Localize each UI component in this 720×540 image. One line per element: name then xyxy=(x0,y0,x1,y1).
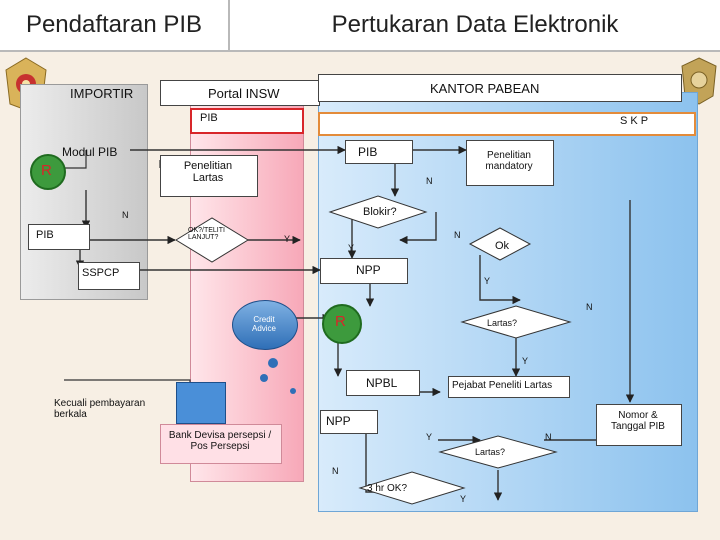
node-n-lartas: N xyxy=(586,302,593,312)
node-penelitian-mandatory-label: Penelitian mandatory xyxy=(485,150,533,172)
node-ok-label: Ok xyxy=(495,240,510,252)
cloud-dot-2 xyxy=(260,374,268,382)
lane-label-portal: Portal INSW xyxy=(208,86,280,101)
node-lartas-1-label: Lartas? xyxy=(487,318,518,328)
node-credit-advice-label: Credit Advice xyxy=(251,315,276,333)
node-nomor xyxy=(596,404,682,446)
node-pib-kantor xyxy=(345,140,413,164)
node-npbl-label: NPBL xyxy=(366,376,398,390)
node-penelitian-lartas-label: Penelitian Lartas xyxy=(183,160,233,184)
node-r-circle-mid xyxy=(322,304,362,344)
node-n-blokir: N xyxy=(426,176,433,186)
node-ok-teliti-label: OK?/TELITI LANJUT? xyxy=(188,227,225,241)
node-skp xyxy=(318,112,696,136)
lane-header-portal xyxy=(160,80,320,106)
node-r-mid-label: R xyxy=(335,313,346,330)
node-bank xyxy=(160,424,282,464)
node-npp-1-label: NPP xyxy=(356,263,381,277)
node-r-circle-left xyxy=(30,154,66,190)
node-pejabat-label: Pejabat Peneliti Lartas xyxy=(452,380,553,391)
node-r-left-label: R xyxy=(41,162,52,179)
cloud-dot-3 xyxy=(290,388,296,394)
node-y-lartas2: Y xyxy=(426,432,433,442)
node-n-3hr: N xyxy=(332,466,339,476)
node-blokir-label: Blokir? xyxy=(363,206,397,218)
node-y-lartas: Y xyxy=(522,356,529,366)
node-modul-pib: Modul PIB xyxy=(62,145,118,159)
lane-header-kantor xyxy=(318,74,682,102)
node-n-lartas2: N xyxy=(545,432,552,442)
node-nomor-label: Nomor & Tanggal PIB xyxy=(611,410,665,432)
section-title-pendaftaran: Pendaftaran PIB xyxy=(0,0,230,52)
page-title-right: Pertukaran Data Elektronik xyxy=(331,11,619,38)
node-n-left: N xyxy=(122,210,129,220)
node-pib-left-label: PIB xyxy=(36,229,54,241)
node-pib-portal-label: PIB xyxy=(200,112,218,124)
node-lartas-2-label: Lartas? xyxy=(475,447,506,457)
node-sspcp-label: SSPCP xyxy=(82,267,120,279)
node-credit-advice-cloud xyxy=(232,300,298,350)
node-npp-2-label: NPP xyxy=(326,414,351,428)
node-npbl xyxy=(346,370,420,396)
node-y-ok: Y xyxy=(484,276,491,286)
node-3hr-ok-label: 3 hr OK? xyxy=(367,483,408,494)
section-title-pertukaran: Pertukaran Data Elektronik xyxy=(230,0,720,52)
node-pib-portal xyxy=(190,108,304,134)
node-npp-2 xyxy=(320,410,378,434)
bank-building-icon xyxy=(176,382,226,424)
node-kecuali-label: Kecuali pembayaran berkala xyxy=(54,398,146,420)
cloud-dot-1 xyxy=(268,358,278,368)
node-n-ok: N xyxy=(454,230,461,240)
node-y-teliti: Y xyxy=(284,234,291,244)
lane-label-importir: IMPORTIR xyxy=(70,86,134,101)
node-bank-label: Bank Devisa persepsi / Pos Persepsi xyxy=(168,430,272,452)
node-pib-doc-left xyxy=(28,224,90,250)
node-sspcp-doc xyxy=(78,262,140,290)
node-npp-1 xyxy=(320,258,408,284)
node-y-3hr: Y xyxy=(460,494,467,504)
node-pejabat xyxy=(448,376,570,398)
node-penelitian-mandatory xyxy=(466,140,554,186)
node-skp-label: S K P xyxy=(620,115,649,127)
node-penelitian-lartas xyxy=(160,155,258,197)
page-title-left: Pendaftaran PIB xyxy=(25,11,203,38)
node-pib-kantor-label: PIB xyxy=(358,145,378,159)
lane-label-kantor: KANTOR PABEAN xyxy=(430,81,540,96)
node-y-blokir: Y xyxy=(348,243,355,253)
